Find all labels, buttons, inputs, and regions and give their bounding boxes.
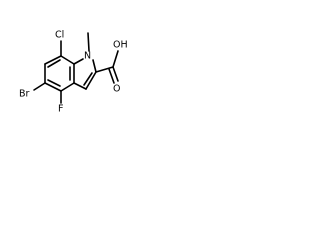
bond-c2-carboxyl [95, 66, 114, 73]
bond-c7-c7a [60, 55, 75, 65]
bond-c5-br [33, 82, 46, 91]
atom-label-cl: Cl [55, 30, 64, 41]
bond-c3-c3a [73, 82, 87, 90]
bond-n1-methyl [87, 32, 90, 52]
bond-carboxyl-o-a [112, 66, 119, 82]
atom-label-oh: OH [113, 40, 128, 51]
bond-n1-c2 [92, 59, 97, 73]
atom-label-br: Br [19, 89, 30, 100]
atom-label-n: N [84, 51, 91, 62]
bond-c7a-n1 [73, 58, 84, 65]
bond-c2-c3-inner [83, 72, 93, 86]
atom-label-o: O [113, 84, 120, 95]
bond-c2-c3 [85, 71, 97, 90]
bond-c3a-c4 [60, 82, 75, 92]
bond-carboxyl-oh [112, 50, 119, 68]
structure-svg: Cl N OH O Br F [19, 30, 128, 115]
bond-c6-c7 [44, 55, 62, 65]
atom-label-f: F [58, 104, 63, 115]
molecule-structure-diagram: Cl N OH O Br F [0, 0, 152, 152]
bond-c4-c5 [44, 82, 62, 92]
bond-c6-c7-inner [47, 59, 61, 68]
bond-carboxyl-o-b [108, 68, 115, 84]
bond-c4-c5-inner [47, 79, 61, 87]
